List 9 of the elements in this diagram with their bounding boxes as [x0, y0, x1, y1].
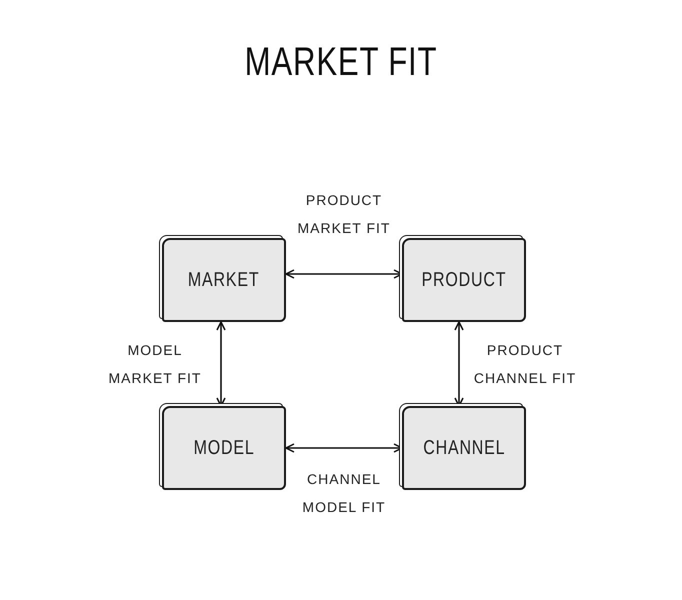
process-box — [162, 406, 286, 490]
box-label: MARKET — [188, 268, 260, 292]
box-label: MODEL — [194, 436, 254, 460]
process-box — [402, 238, 526, 322]
process-box — [402, 406, 526, 490]
process-box — [162, 238, 286, 322]
box-label: PRODUCT — [422, 268, 506, 292]
box-label: CHANNEL — [422, 436, 506, 460]
title: MARKET FIT — [244, 40, 438, 85]
